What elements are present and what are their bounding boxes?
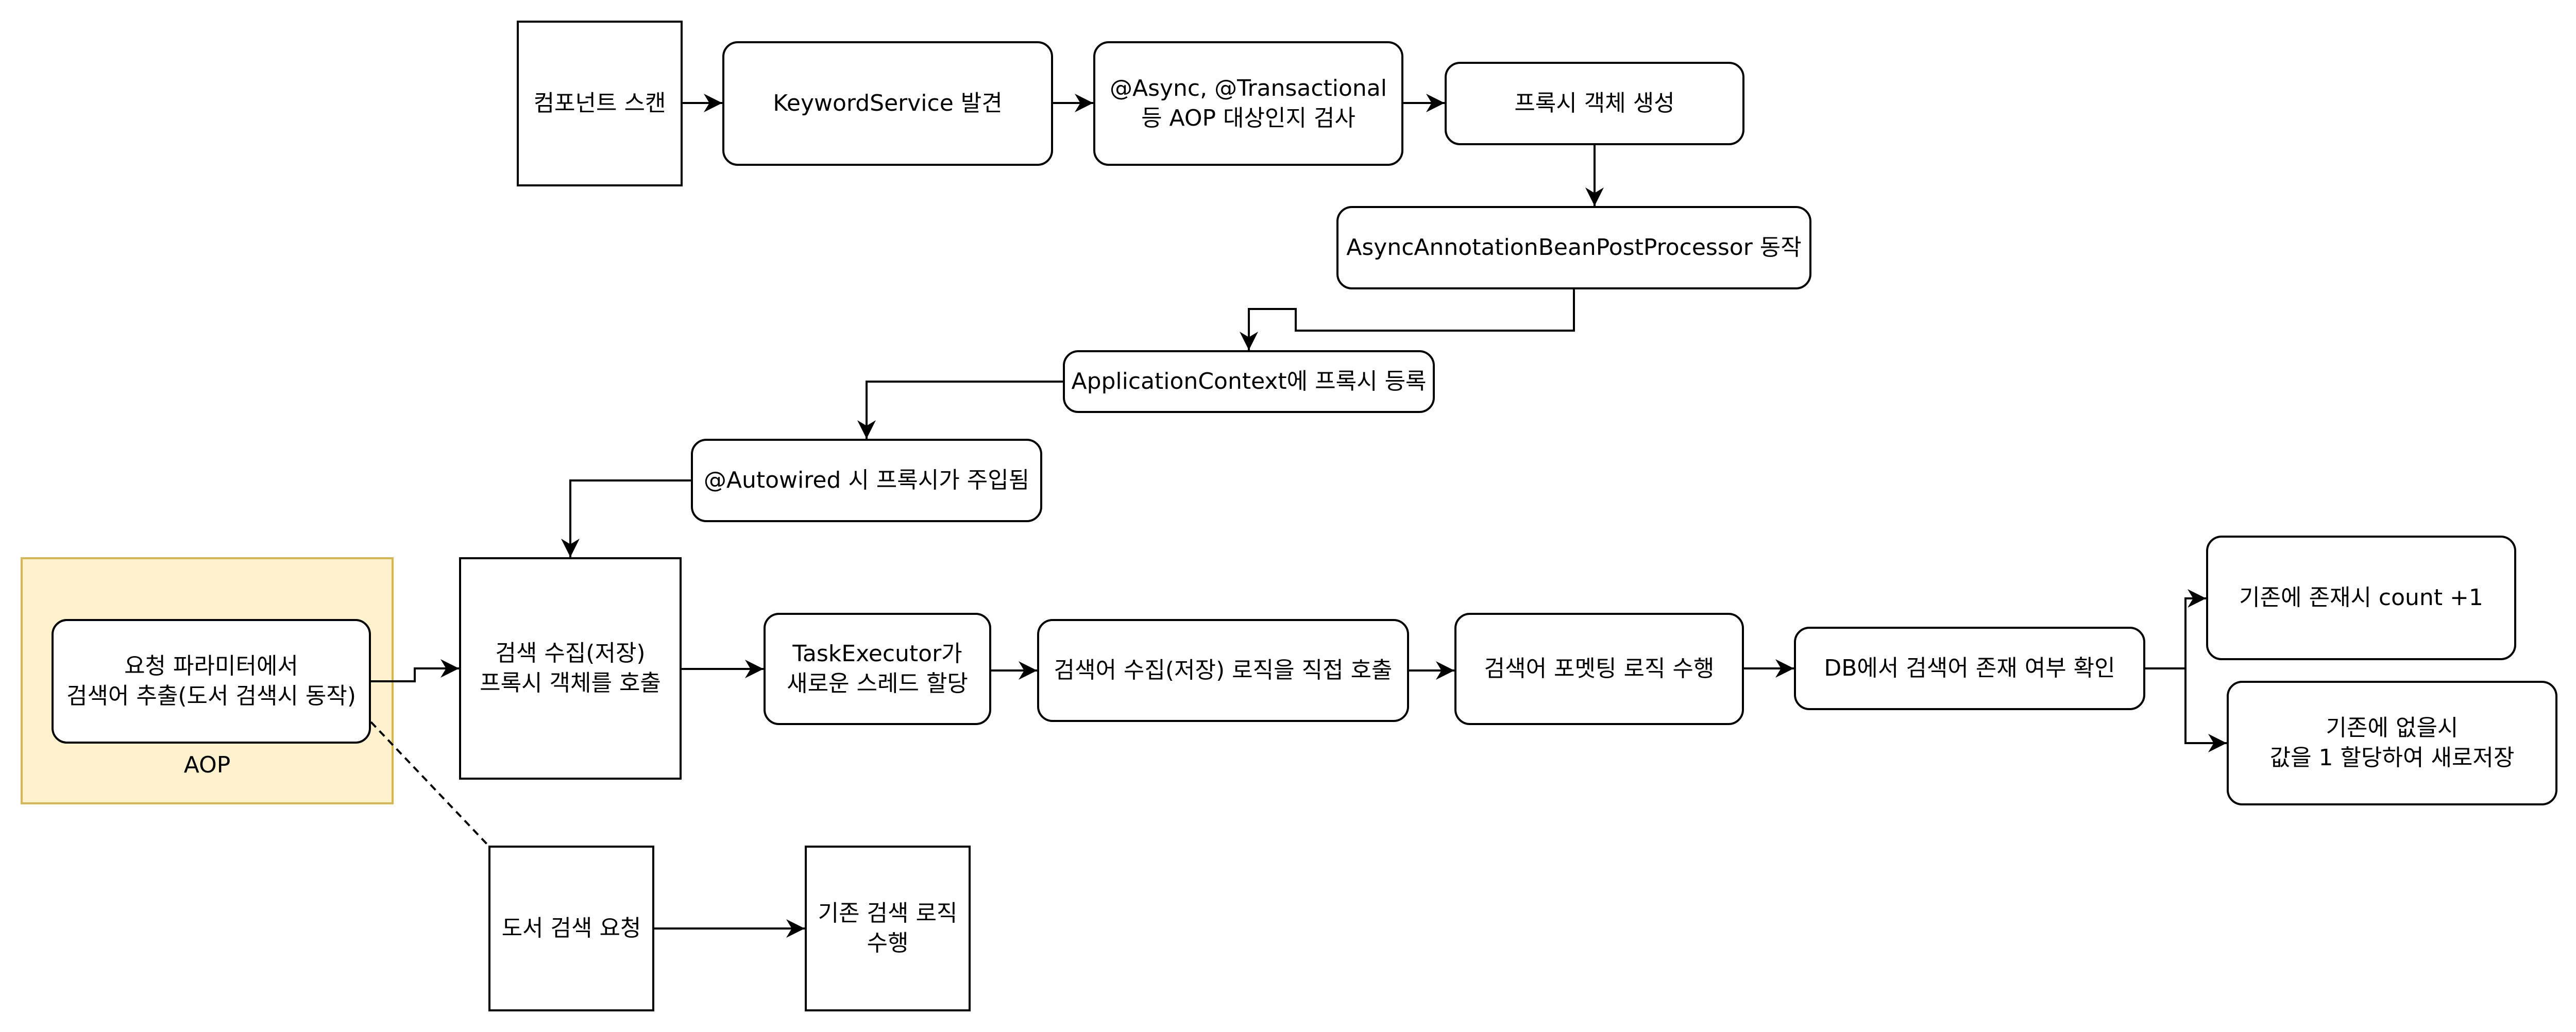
arrow-extract-to-call xyxy=(371,659,459,682)
aop-group-label: AOP xyxy=(183,752,231,778)
direct-call-node: 검색어 수집(저장) 로직을 직접 호출 xyxy=(1037,619,1409,722)
extract-keyword-node: 요청 파라미터에서 검색어 추출(도서 검색시 동작) xyxy=(52,619,371,744)
async-bpp-label: AsyncAnnotationBeanPostProcessor 동작 xyxy=(1346,234,1802,261)
task-executor-node: TaskExecutor가 새로운 스레드 할당 xyxy=(764,613,991,725)
call-proxy-node: 검색 수집(저장) 프록시 객체를 호출 xyxy=(459,557,682,780)
keyword-service-node: KeywordService 발견 xyxy=(722,41,1053,166)
keyword-service-label: KeywordService 발견 xyxy=(773,90,1003,116)
exists-node: 기존에 존재시 count +1 xyxy=(2206,536,2516,660)
arrow-autowired-to-call xyxy=(561,479,691,557)
component-scan-label: 컴포넌트 스캔 xyxy=(533,90,666,116)
autowired-node: @Autowired 시 프록시가 주입됨 xyxy=(691,439,1042,522)
book-search-node: 도서 검색 요청 xyxy=(488,846,654,1011)
direct-call-label: 검색어 수집(저장) 로직을 직접 호출 xyxy=(1054,657,1393,683)
exists-label: 기존에 존재시 count +1 xyxy=(2239,584,2483,611)
formatting-label: 검색어 포멧팅 로직 수행 xyxy=(1484,655,1715,682)
not-exists-label: 기존에 없을시 값을 1 할당하여 새로저장 xyxy=(2269,714,2515,771)
task-executor-label: TaskExecutor가 새로운 스레드 할당 xyxy=(787,640,968,697)
db-check-label: DB에서 검색어 존재 여부 확인 xyxy=(1824,655,2115,681)
not-exists-node: 기존에 없을시 값을 1 할당하여 새로저장 xyxy=(2227,681,2557,805)
call-proxy-label: 검색 수집(저장) 프록시 객체를 호출 xyxy=(480,640,661,696)
proxy-create-label: 프록시 객체 생성 xyxy=(1514,90,1675,116)
db-check-node: DB에서 검색어 존재 여부 확인 xyxy=(1794,627,2145,710)
arrow-db-to-not-exists xyxy=(2184,668,2227,752)
existing-logic-label: 기존 검색 로직 수행 xyxy=(818,900,958,956)
app-context-label: ApplicationContext에 프록시 등록 xyxy=(1071,368,1427,394)
app-context-node: ApplicationContext에 프록시 등록 xyxy=(1063,350,1435,413)
arrow-bpp-to-context xyxy=(1240,289,1575,350)
book-search-label: 도서 검색 요청 xyxy=(501,915,641,941)
proxy-create-node: 프록시 객체 생성 xyxy=(1445,62,1744,145)
dashed-extract-to-book xyxy=(370,721,489,847)
aop-check-label: @Async, @Transactional 등 AOP 대상인지 검사 xyxy=(1109,75,1387,131)
aop-check-node: @Async, @Transactional 등 AOP 대상인지 검사 xyxy=(1093,41,1403,166)
autowired-label: @Autowired 시 프록시가 주입됨 xyxy=(703,467,1030,493)
async-bpp-node: AsyncAnnotationBeanPostProcessor 동작 xyxy=(1336,206,1811,289)
component-scan-node: 컴포넌트 스캔 xyxy=(517,21,683,186)
arrow-context-to-autowired xyxy=(857,381,1063,439)
formatting-node: 검색어 포멧팅 로직 수행 xyxy=(1454,613,1744,725)
extract-keyword-label: 요청 파라미터에서 검색어 추출(도서 검색시 동작) xyxy=(66,652,357,709)
existing-logic-node: 기존 검색 로직 수행 xyxy=(805,846,971,1011)
arrow-db-to-exists xyxy=(2145,589,2206,669)
